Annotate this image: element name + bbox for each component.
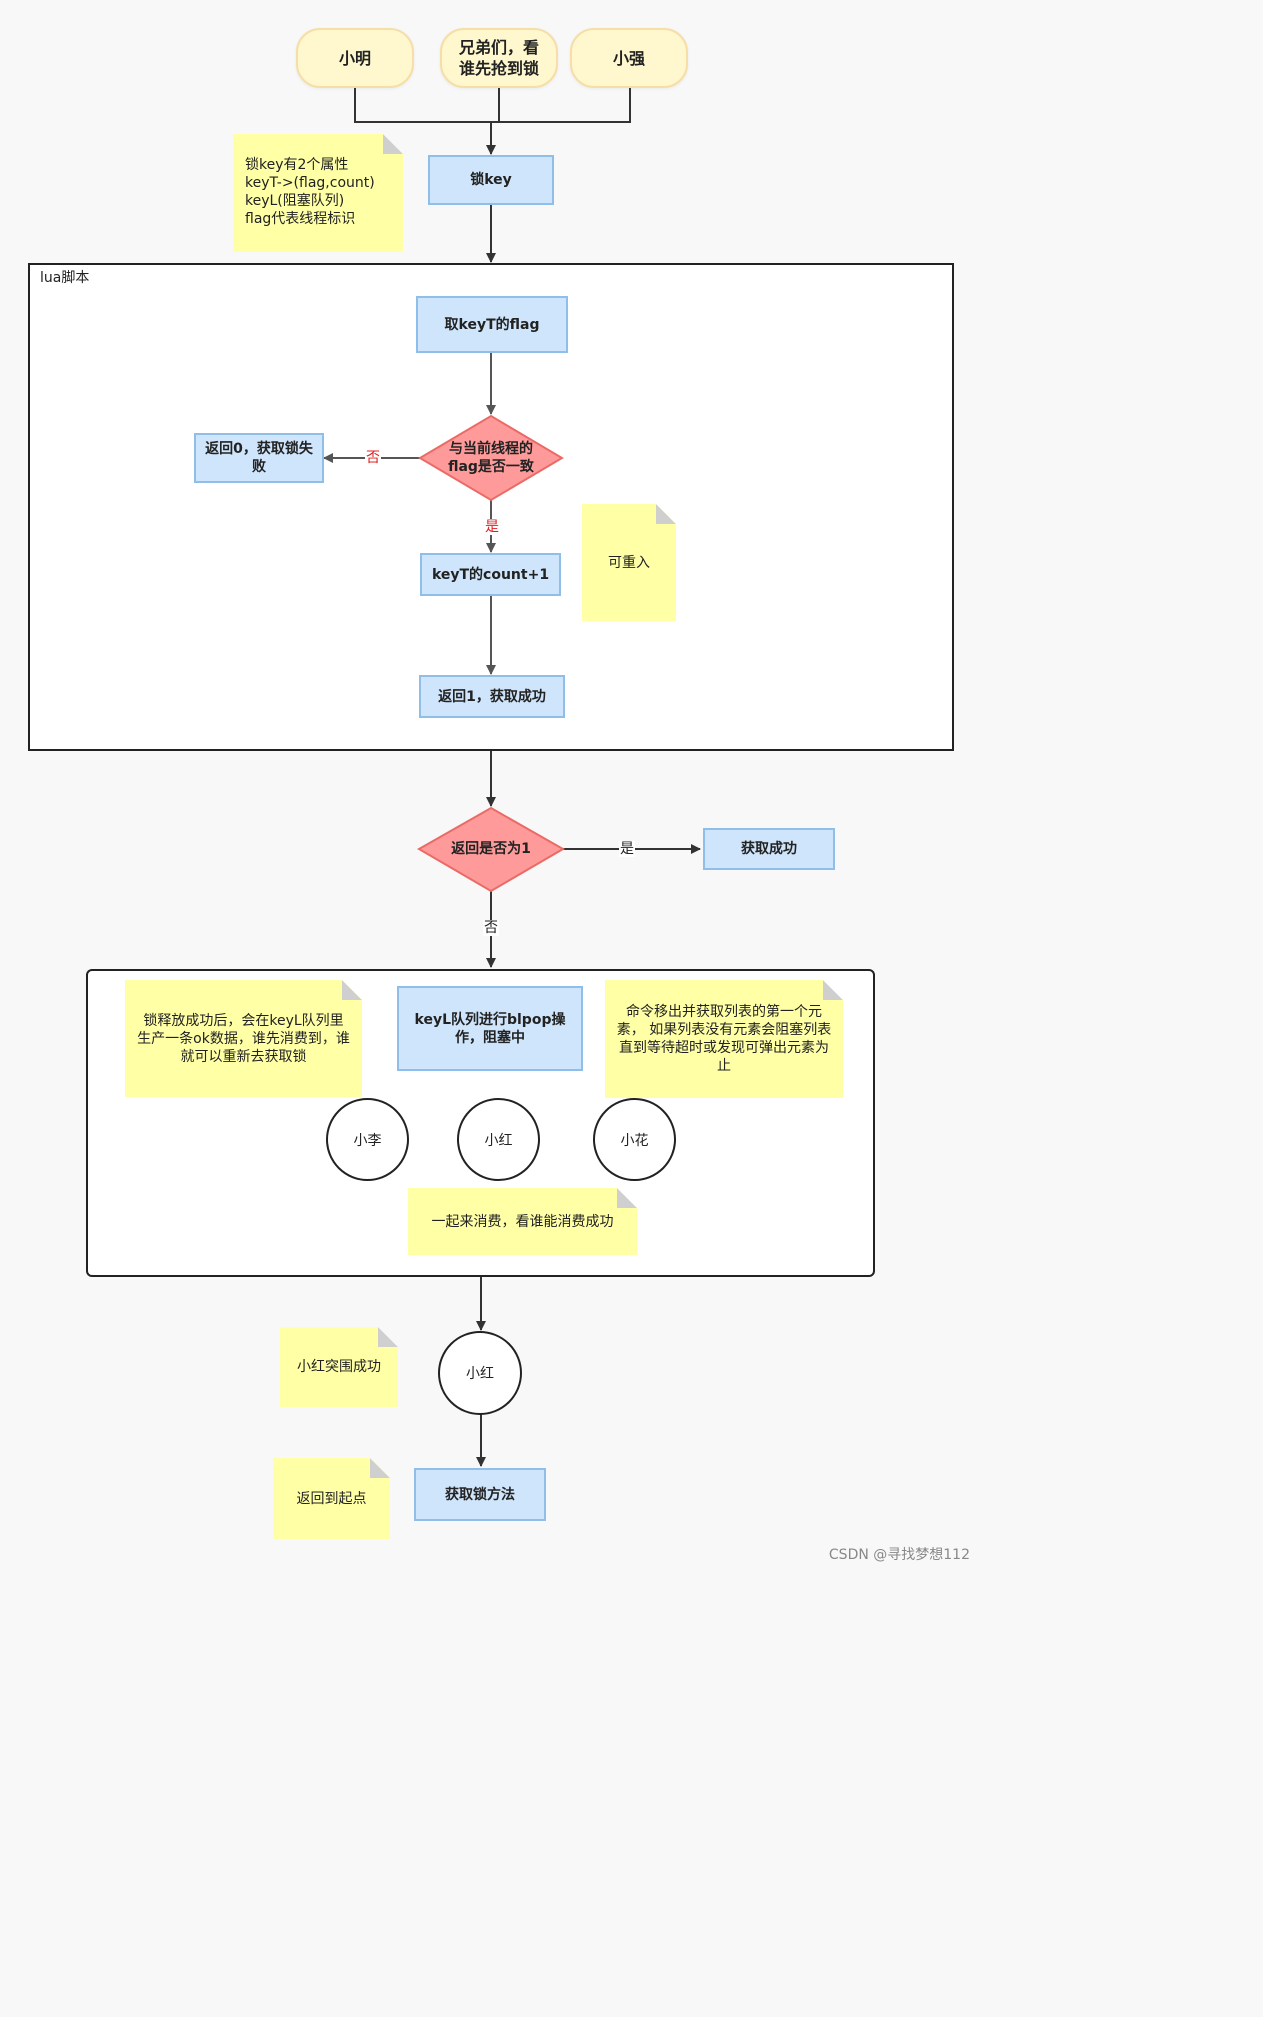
get-flag-box: 取keyT的flag [416,296,568,353]
note-back-to-start: 返回到起点 [273,1458,390,1539]
note-attr-line: 锁key有2个属性 [245,157,349,173]
decision-flag-label: 与当前线程的flag是否一致 [448,441,534,475]
edge-label-yes: 是 [619,841,635,857]
get-lock-method-box: 获取锁方法 [414,1468,546,1521]
lock-key-box: 锁key [428,155,554,205]
note-attr-line: keyL(阻塞队列) [245,193,345,209]
person-center-prompt: 兄弟们，看谁先抢到锁 [440,28,558,88]
person-qiang: 小强 [570,28,688,88]
edge-label-no: 否 [483,920,499,936]
note-attr-line: keyT->(flag,count) [245,175,375,191]
note-back-text: 返回到起点 [296,1490,367,1507]
note-release-text: 锁释放成功后，会在keyL队列里生产一条ok数据，谁先消费到，谁就可以重新去获取… [137,1012,350,1065]
note-winner: 小红突围成功 [280,1327,398,1407]
note-lock-attributes: 锁key有2个属性 keyT->(flag,count) keyL(阻塞队列) … [233,134,403,252]
acquired-box: 获取成功 [703,828,835,870]
note-blpop-text: 命令移出并获取列表的第一个元素， 如果列表没有元素会阻塞列表直到等待超时或发现可… [616,1004,832,1074]
edge-ming-merge [354,88,631,123]
decision-result-label: 返回是否为1 [451,841,531,857]
note-blpop: 命令移出并获取列表的第一个元素， 如果列表没有元素会阻塞列表直到等待超时或发现可… [605,980,843,1098]
return-fail-box: 返回0，获取锁失败 [194,433,324,483]
note-consume-text: 一起来消费，看谁能消费成功 [431,1213,614,1230]
note-attr-line: flag代表线程标识 [245,211,356,227]
return-success-box: 返回1，获取成功 [419,675,565,718]
consumer-hong: 小红 [457,1098,540,1181]
decision-flag-diamond [418,414,564,502]
note-reentrant-text: 可重入 [608,554,650,571]
edge-label-no: 否 [365,450,381,466]
lua-connector-layer [323,353,564,675]
result-diamond-layer [416,806,566,893]
consumer-hua: 小花 [593,1098,676,1181]
winner-hong: 小红 [438,1331,522,1415]
note-consume: 一起来消费，看谁能消费成功 [408,1188,637,1255]
note-reentrant: 可重入 [582,504,676,621]
blpop-box: keyL队列进行blpop操作，阻塞中 [397,986,583,1071]
edge-label-yes: 是 [484,519,500,535]
decision-result-diamond [416,806,566,893]
watermark: CSDN @寻找梦想112 [828,1547,970,1563]
note-winner-text: 小红突围成功 [297,1359,381,1375]
count-increment-box: keyT的count+1 [420,553,561,596]
consumer-li: 小李 [326,1098,409,1181]
person-ming: 小明 [296,28,414,88]
lua-script-label: lua脚本 [40,270,90,286]
note-release: 锁释放成功后，会在keyL队列里生产一条ok数据，谁先消费到，谁就可以重新去获取… [125,980,362,1097]
